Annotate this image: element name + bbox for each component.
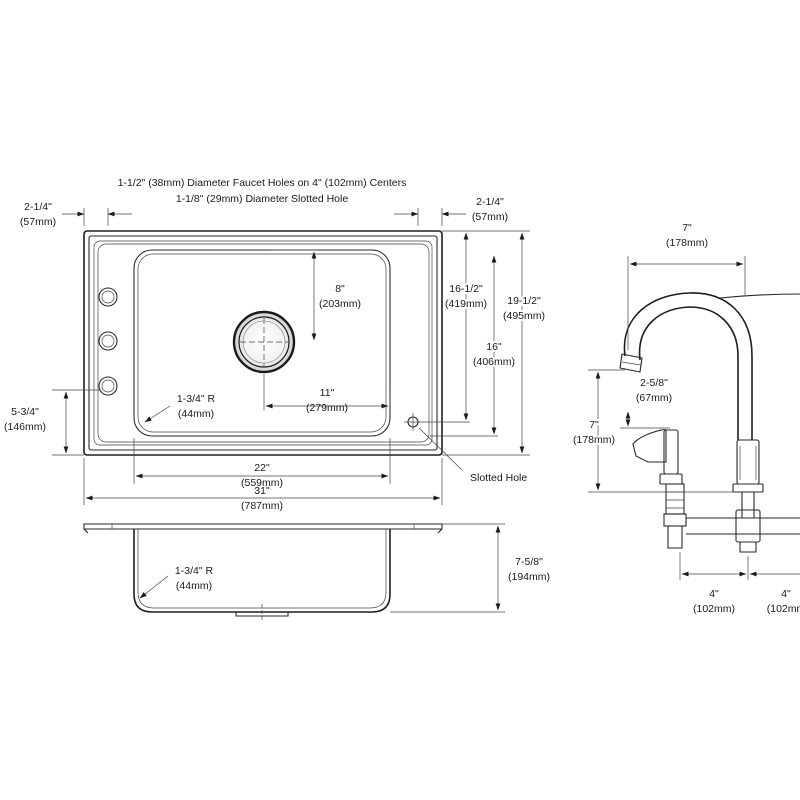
dim-hole-height: 5-3/4"(146mm)	[4, 406, 46, 433]
slotted-hole	[404, 413, 422, 431]
dim-drain-to-right: 11"(279mm)	[306, 387, 348, 414]
faucet-hole-3	[98, 376, 118, 396]
dim-bowl-depth: 16"(406mm)	[473, 341, 515, 368]
dim-overall-front-back: 19-1/2"(495mm)	[503, 295, 545, 322]
dim-spout-reach: 7"(178mm)	[666, 222, 708, 249]
dim-bowl-front-back: 16-1/2"(419mm)	[445, 283, 487, 310]
sink-side-view: 7-5/8"(194mm) 1-3/4" R(44mm)	[83, 523, 550, 622]
faucet-holes-note: 1-1/2" (38mm) Diameter Faucet Holes on 4…	[118, 177, 407, 189]
slotted-hole-label: Slotted Hole	[470, 472, 527, 484]
dim-drain-from-back: 8"(203mm)	[319, 283, 361, 310]
drain	[232, 310, 296, 374]
faucet-side-view: 7"(178mm) 7"(178mm) 2-5/8"(67mm) 4"(102m…	[571, 222, 800, 615]
dim-spout-height: 7"(178mm)	[573, 419, 615, 446]
dim-overall-width: 31"(787mm)	[241, 485, 283, 512]
dim-handle-height: 2-5/8"(67mm)	[636, 377, 672, 404]
dim-right-ledge: 2-1/4"(57mm)	[472, 196, 508, 223]
dim-corner-radius-top: 1-3/4" R(44mm)	[177, 393, 216, 420]
dim-center-right: 4"(102mm	[767, 588, 800, 615]
dim-corner-radius-side: 1-3/4" R(44mm)	[175, 565, 214, 592]
dim-left-ledge: 2-1/4"(57mm)	[20, 201, 56, 228]
faucet-hole-1	[98, 287, 118, 307]
dim-center-left: 4"(102mm)	[693, 588, 735, 615]
faucet-hole-2	[98, 331, 118, 351]
sink-top-view: Slotted Hole 2-1/4"(57mm)	[4, 196, 547, 512]
slotted-hole-note: 1-1/8" (29mm) Diameter Slotted Hole	[176, 193, 349, 205]
dim-sink-depth: 7-5/8"(194mm)	[508, 556, 550, 583]
dim-bowl-width: 22"(559mm)	[241, 462, 283, 489]
